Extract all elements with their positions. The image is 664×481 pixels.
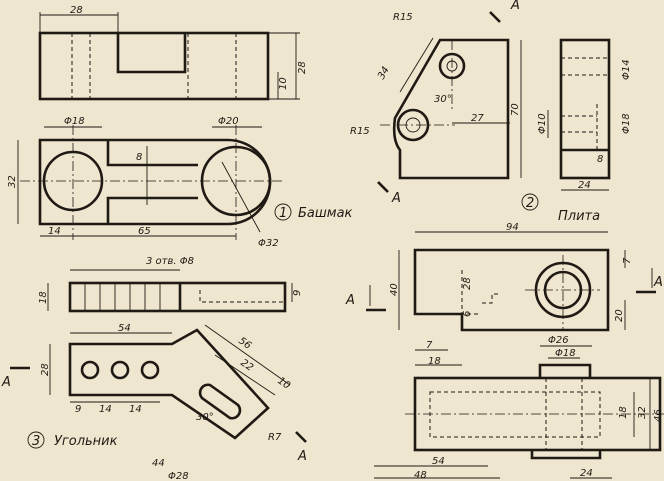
dim-h46: 46 <box>653 409 664 422</box>
part-3-caption: 3 Угольник <box>27 431 118 449</box>
dim-slot10: 10 <box>275 375 292 391</box>
dim-holes: 3 отв. Φ8 <box>146 256 194 267</box>
part-3-section-letter-lower: A <box>297 449 307 464</box>
dim-to-edge: 27 <box>471 113 484 124</box>
part-2-section-mark: A A <box>377 0 520 206</box>
dim-side-width: 24 <box>578 180 591 191</box>
dim-h28: 28 <box>462 277 473 290</box>
part-3-front-view <box>49 324 291 440</box>
part-3-section-mark: A A <box>1 366 307 464</box>
dim-bottom-d28: Φ28 <box>168 471 189 481</box>
dim-pitch14a: 14 <box>99 404 112 415</box>
dim-height9: 9 <box>292 290 303 296</box>
dim-bottom54: 54 <box>432 456 445 467</box>
dim-h18: 18 <box>618 406 629 419</box>
part-3-drawing: 3 отв. Φ8 18 9 54 28 9 14 14 56 22 10 30… <box>1 256 307 481</box>
dim-bottom44: 44 <box>152 458 165 469</box>
part-1-name: Башмак <box>298 206 353 221</box>
part-1-caption: 1 Башмак <box>274 203 353 221</box>
dim-arm: 34 <box>376 65 392 82</box>
part-4-section-letter-left: A <box>345 293 355 308</box>
dim-centers: 65 <box>138 226 151 237</box>
part-4-section-letter-right: A <box>653 275 663 290</box>
dim-h40: 40 <box>389 283 400 296</box>
dim-slot: 8 <box>136 152 142 163</box>
part-3-dimension-labels: 3 отв. Φ8 18 9 54 28 9 14 14 56 22 10 30… <box>38 256 303 481</box>
part-2-section-letter: A <box>510 0 520 13</box>
part-4-plan-view <box>374 345 664 479</box>
part-2-section-letter-lower: A <box>391 191 401 206</box>
dim-height18: 18 <box>38 291 49 304</box>
part-4-drawing: 94 7 40 28 6 7 18 20 Φ26 Φ18 18 32 46 54… <box>345 222 664 481</box>
part-1-dimension-labels: 28 28 10 Φ18 Φ20 8 32 14 65 Φ32 <box>7 5 308 249</box>
dim-height70: 70 <box>510 103 521 116</box>
dim-offset18: 18 <box>428 356 441 367</box>
part-2-drawing: R15 34 30° R15 27 70 Φ14 Φ10 Φ18 8 24 A … <box>350 0 632 224</box>
dim-d18: Φ18 <box>555 348 576 359</box>
dim-angle: 30° <box>434 94 452 105</box>
dim-length54: 54 <box>118 323 131 334</box>
dim-d14: Φ14 <box>621 59 632 80</box>
dim-lower-radius: R15 <box>350 126 370 137</box>
dim-h32: 32 <box>637 406 648 419</box>
dim-step: 10 <box>278 77 289 90</box>
dim-r7: R7 <box>268 432 282 443</box>
dim-offset9: 9 <box>75 404 81 415</box>
dim-left-diameter: Φ18 <box>64 116 85 127</box>
dim-width: 32 <box>7 175 18 188</box>
part-1-number: 1 <box>279 206 287 221</box>
part-3-number: 3 <box>32 434 40 449</box>
part-2-front-view <box>380 37 522 180</box>
part-4-dimension-labels: 94 7 40 28 6 7 18 20 Φ26 Φ18 18 32 46 54… <box>389 222 664 481</box>
dim-d7: 7 <box>622 257 633 264</box>
dim-pitch14b: 14 <box>129 404 142 415</box>
dim-height: 28 <box>297 61 308 74</box>
part-3-name: Угольник <box>54 434 118 449</box>
dim-h28: 28 <box>40 363 51 376</box>
dim-boss-diameter: Φ32 <box>258 238 279 249</box>
dim-d10: Φ10 <box>537 113 548 134</box>
dim-top-length: 28 <box>70 5 83 16</box>
dim-d6: 6 <box>462 311 473 317</box>
part-1-top-view <box>38 12 300 101</box>
dim-angle30: 30° <box>196 412 214 423</box>
dim-bottom48: 48 <box>414 470 427 481</box>
part-3-section-letter: A <box>1 375 11 390</box>
part-2-side-view <box>547 38 611 191</box>
dim-bottom24: 24 <box>580 468 593 479</box>
dim-top-radius: R15 <box>393 12 413 23</box>
part-2-dimension-labels: R15 34 30° R15 27 70 Φ14 Φ10 Φ18 8 24 <box>350 12 632 191</box>
dim-step8: 8 <box>597 154 603 165</box>
part-4-front-view <box>398 231 626 366</box>
part-3-top-view <box>47 269 293 313</box>
part-2-name: Плита <box>558 209 600 224</box>
dim-length94: 94 <box>506 222 519 233</box>
part-1-plan-view <box>17 125 285 240</box>
dim-slot22: 22 <box>238 357 255 373</box>
dim-d20: 20 <box>614 309 625 322</box>
part-4-section-mark: A A <box>345 268 663 312</box>
dim-d26: Φ26 <box>548 335 569 346</box>
part-2-caption: 2 Плита <box>521 193 600 224</box>
dim-offset7: 7 <box>426 340 433 351</box>
dim-d18: Φ18 <box>621 113 632 134</box>
dim-right-diameter: Φ20 <box>218 116 239 127</box>
dim-offset: 14 <box>48 226 61 237</box>
part-2-number: 2 <box>526 196 534 211</box>
part-1-drawing: 28 28 10 Φ18 Φ20 8 32 14 65 Φ32 1 Башмак <box>7 5 353 249</box>
